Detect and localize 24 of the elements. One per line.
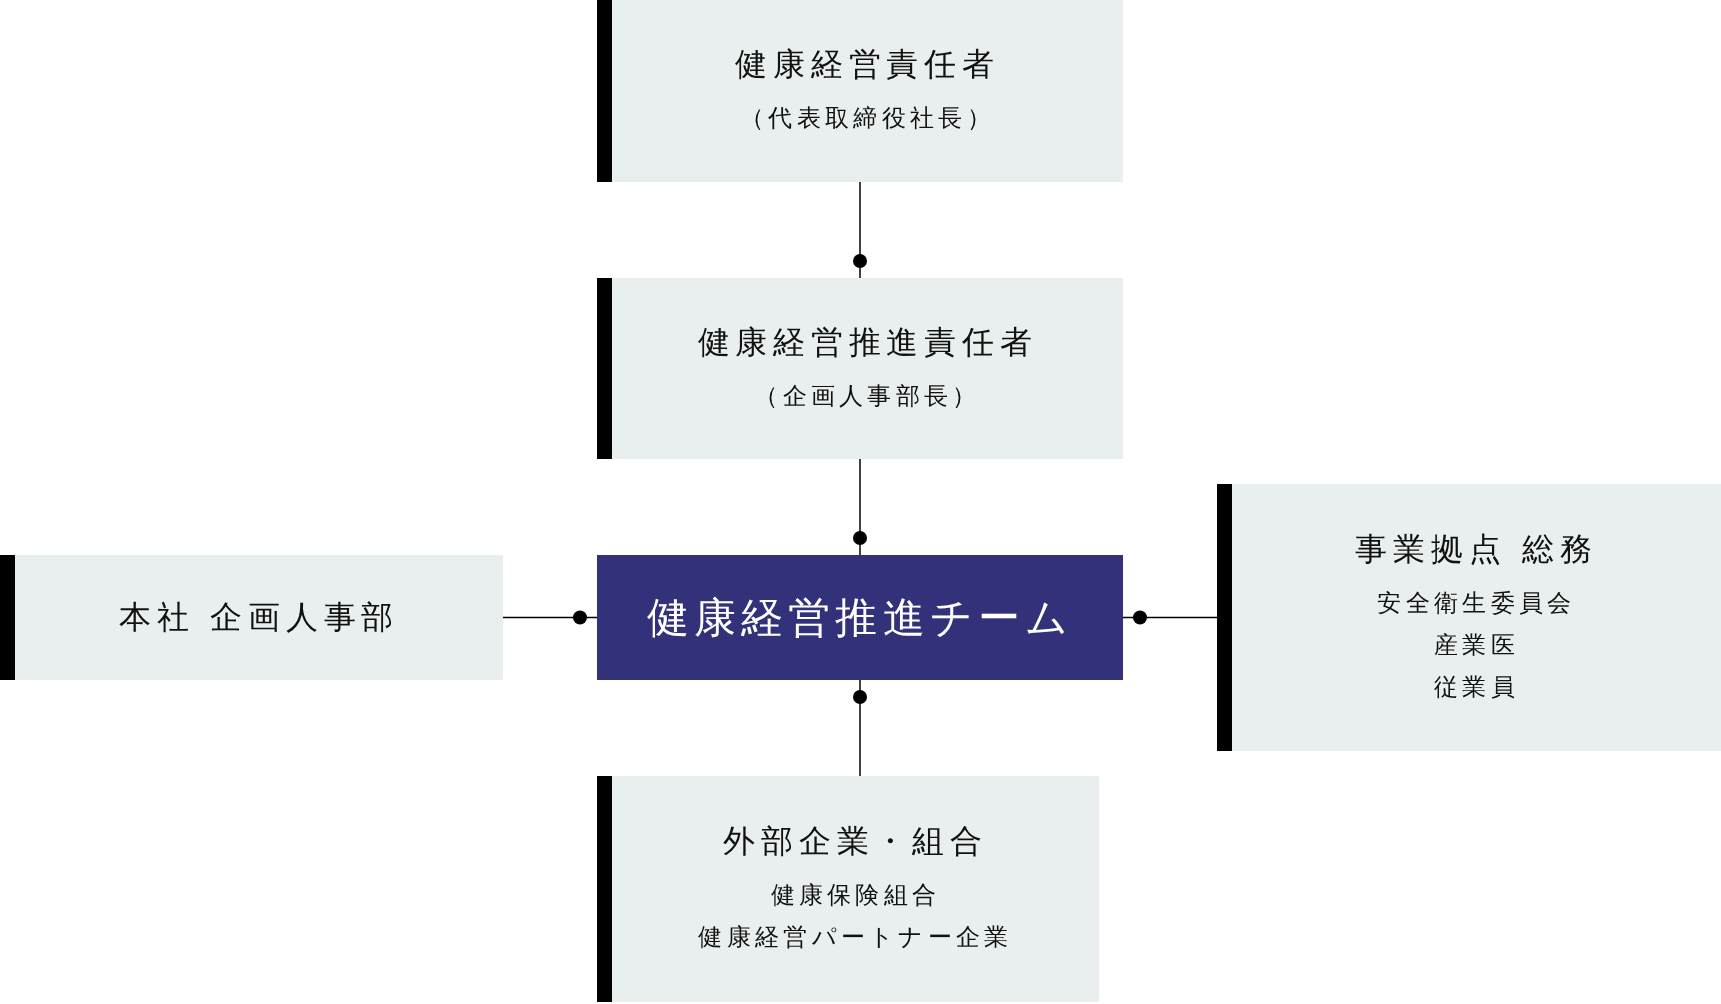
partner-box bbox=[597, 776, 1099, 1002]
connector-line bbox=[853, 181, 867, 279]
team-box bbox=[597, 555, 1123, 680]
role-box bbox=[597, 278, 1123, 459]
connector-line bbox=[853, 458, 867, 556]
connector-line bbox=[502, 610, 598, 625]
box-subtitle: （代表取締役社長） bbox=[740, 103, 995, 134]
connector-line bbox=[1122, 610, 1218, 625]
box-subtitle: 健康経営パートナー企業 bbox=[698, 922, 1013, 953]
box-title: 外部企業・組合 bbox=[723, 821, 988, 862]
box-subtitle: 安全衛生委員会 bbox=[1377, 587, 1576, 619]
box-title: 健康経営推進責任者 bbox=[697, 321, 1038, 363]
role-box bbox=[597, 0, 1123, 182]
box-title: 事業拠点 総務 bbox=[1355, 528, 1598, 570]
connector-line bbox=[853, 679, 867, 777]
box-title: 健康経営推進チーム bbox=[647, 591, 1073, 644]
department-box bbox=[0, 555, 503, 680]
department-box bbox=[1217, 484, 1721, 751]
box-title: 本社 企画人事部 bbox=[118, 596, 400, 638]
box-subtitle: （企画人事部長） bbox=[754, 380, 981, 412]
box-title: 健康経営責任者 bbox=[735, 44, 1000, 85]
box-subtitle: 健康保険組合 bbox=[770, 880, 941, 911]
box-subtitle: 産業医 bbox=[1434, 629, 1519, 661]
box-subtitle: 従業員 bbox=[1434, 671, 1519, 703]
